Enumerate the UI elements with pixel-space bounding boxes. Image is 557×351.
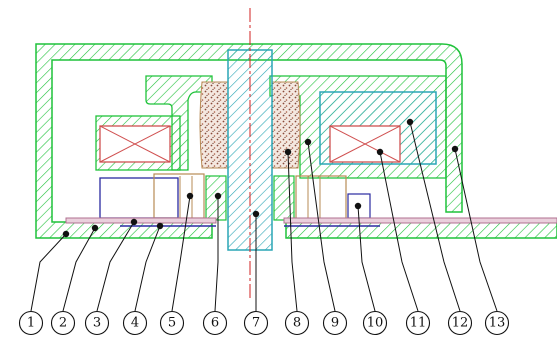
- callout-12: 12: [447, 310, 473, 336]
- callout-circle: [84, 310, 110, 336]
- leader-dot-9: [304, 138, 312, 146]
- callout-label: 6: [211, 316, 219, 331]
- leader-dot-7: [252, 210, 260, 218]
- leader-line-6: [214, 196, 219, 312]
- callout-circle: [202, 310, 228, 336]
- leader-dot-6: [214, 192, 222, 200]
- callout-1: 1: [18, 310, 44, 336]
- leader-dot-1: [62, 230, 70, 238]
- callout-circle: [159, 310, 185, 336]
- callout-label: 11: [410, 316, 427, 331]
- callout-circle: [362, 310, 388, 336]
- left-lower-assembly: [99, 173, 227, 221]
- leader-line-9: [307, 141, 336, 312]
- callout-circle: [484, 310, 510, 336]
- callout-6: 6: [202, 310, 228, 336]
- leader-dot-3: [130, 218, 138, 226]
- leader-line-8: [287, 151, 298, 312]
- callout-circle: [322, 310, 348, 336]
- callout-circle: [284, 310, 310, 336]
- leader-dot-2: [91, 224, 99, 232]
- leader-dot-13: [451, 145, 459, 153]
- callout-7: 7: [243, 310, 269, 336]
- leader-dot-11: [376, 148, 384, 156]
- callout-label: 9: [331, 316, 339, 331]
- callout-label: 4: [131, 316, 139, 331]
- callout-label: 2: [59, 316, 67, 331]
- leader-dot-5: [186, 192, 194, 200]
- leader-lines: [30, 118, 498, 312]
- right-coil: [329, 125, 401, 163]
- left-coil: [99, 125, 171, 163]
- callout-8: 8: [284, 310, 310, 336]
- callout-9: 9: [322, 310, 348, 336]
- callout-2: 2: [50, 310, 76, 336]
- callout-label: 13: [489, 316, 506, 331]
- leader-line-10: [357, 205, 376, 312]
- callout-13: 13: [484, 310, 510, 336]
- callout-circle: [405, 310, 431, 336]
- callout-circle: [18, 310, 44, 336]
- right-lower-assembly: [273, 175, 371, 221]
- callout-circle: [243, 310, 269, 336]
- callout-label: 1: [27, 316, 35, 331]
- callout-label: 3: [93, 316, 101, 331]
- leader-line-3: [96, 221, 135, 312]
- leader-dot-8: [284, 148, 292, 156]
- callout-label: 5: [168, 316, 176, 331]
- callout-5: 5: [159, 310, 185, 336]
- leader-line-2: [62, 227, 96, 312]
- callout-circle: [122, 310, 148, 336]
- leader-line-13: [454, 148, 498, 312]
- callout-11: 11: [405, 310, 431, 336]
- leader-dot-10: [354, 202, 362, 210]
- base-plates: [65, 217, 557, 227]
- leader-dot-4: [156, 222, 164, 230]
- callout-label: 8: [293, 316, 301, 331]
- leader-line-4: [134, 225, 161, 312]
- callout-label: 7: [252, 316, 260, 331]
- callout-4: 4: [122, 310, 148, 336]
- callout-circle: [50, 310, 76, 336]
- callout-10: 10: [362, 310, 388, 336]
- leader-line-1: [30, 233, 67, 312]
- friction-material: [199, 81, 301, 169]
- callout-circle: [447, 310, 473, 336]
- leader-line-11: [379, 151, 419, 312]
- callout-label: 10: [367, 316, 384, 331]
- leader-line-5: [171, 195, 191, 312]
- callout-label: 12: [452, 316, 469, 331]
- leader-dot-12: [406, 118, 414, 126]
- callout-3: 3: [84, 310, 110, 336]
- leader-line-12: [409, 121, 461, 312]
